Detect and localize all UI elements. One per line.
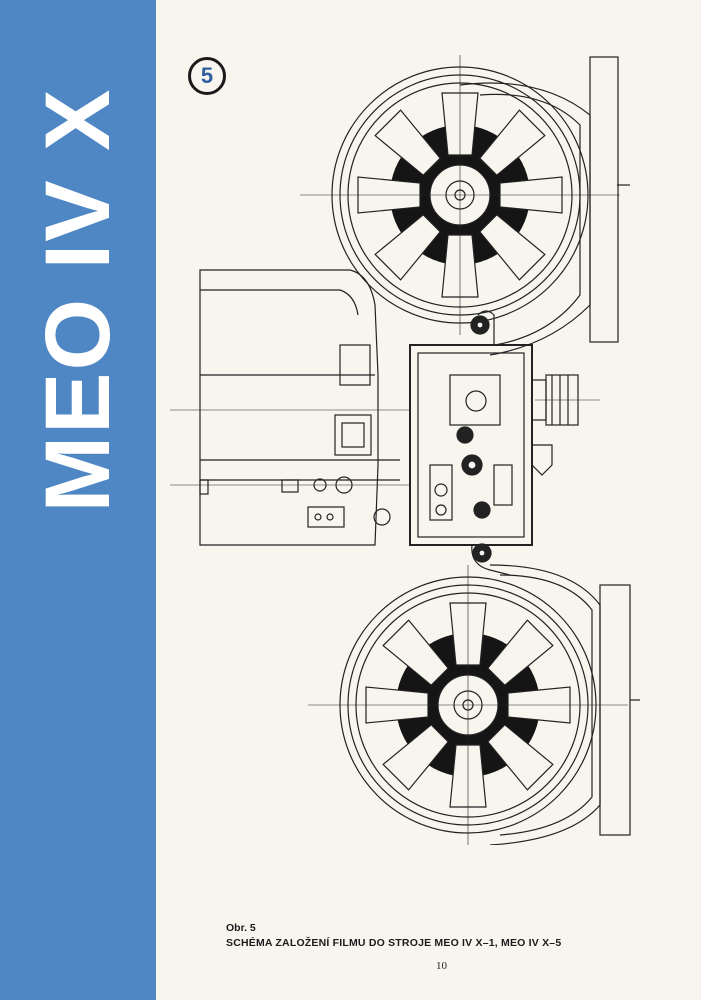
lamp-house <box>170 269 410 546</box>
blue-spine-band: MEO IV X <box>0 0 156 1000</box>
lower-reel <box>308 565 628 845</box>
projection-lens <box>531 374 600 476</box>
figure-number-badge: 5 <box>188 57 226 95</box>
upper-reel <box>300 55 620 335</box>
caption-text: SCHÉMA ZALOŽENÍ FILMU DO STROJE MEO IV X… <box>226 937 562 949</box>
caption-label: Obr. 5 <box>226 922 256 934</box>
film-mechanism <box>409 310 533 576</box>
projector-schematic <box>170 55 640 845</box>
page-number: 10 <box>436 960 447 972</box>
spine-title: MEO IV X <box>27 87 129 513</box>
figure-caption: Obr. 5 SCHÉMA ZALOŽENÍ FILMU DO STROJE M… <box>226 922 561 949</box>
